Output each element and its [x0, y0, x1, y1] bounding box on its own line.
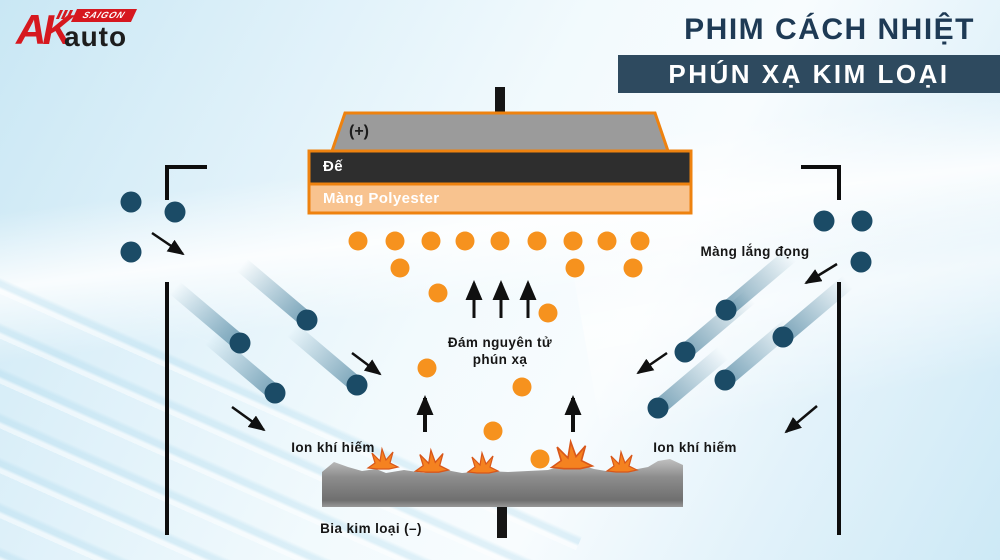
ion-trail [650, 345, 731, 416]
rare-gas-ion-dot [850, 251, 872, 273]
rare-gas-ion-dot [851, 210, 873, 232]
impact-spark [366, 446, 400, 470]
impact-spark [413, 447, 451, 473]
sputtered-atom-dot [597, 231, 617, 251]
page-title: PHIM CÁCH NHIỆT [684, 13, 975, 46]
motion-arrow [804, 262, 838, 285]
sputtered-atom-dot [428, 283, 448, 303]
sputtered-atom-dot [623, 258, 643, 278]
sputtered-atom-dot [483, 421, 503, 441]
rare-gas-ion-dot [120, 191, 142, 213]
rare-gas-ion-dot [674, 341, 696, 363]
anode-polarity-label: (+) [349, 123, 369, 140]
motion-arrow [784, 405, 818, 434]
sputtered-atom-dot [390, 258, 410, 278]
metal-target-plate [322, 459, 683, 507]
sputtered-atom-dot [385, 231, 405, 251]
motion-arrow [231, 405, 266, 432]
logo-auto-text: auto [64, 21, 128, 52]
substrate-label: Đế [323, 158, 343, 175]
sputtered-atom-dot [563, 231, 583, 251]
motion-arrow [151, 231, 185, 256]
motion-arrow [351, 352, 382, 376]
page-subtitle-bar: PHÚN XẠ KIM LOẠI [618, 55, 1000, 93]
electrode-rod [495, 87, 505, 114]
deposited-film-label: Màng lắng đọng [700, 244, 810, 259]
sputtered-atom-dot [421, 231, 441, 251]
sputtered-atom-cloud-label: Đám nguyên tử phún xạ [447, 335, 553, 367]
ion-trail [284, 322, 365, 393]
sputtered-atom-dot [565, 258, 585, 278]
metal-target-label: Bia kim loại (–) [320, 521, 422, 536]
sputtered-atom-dot [538, 303, 558, 323]
ion-trail [234, 257, 315, 328]
rare-gas-ion-label-left: Ion khí hiếm [291, 440, 375, 455]
electrode-rod [497, 505, 507, 538]
motion-arrow [636, 351, 668, 375]
rare-gas-ion-dot [346, 374, 368, 396]
page-subtitle: PHÚN XẠ KIM LOẠI [668, 58, 950, 89]
rare-gas-ion-dot [715, 299, 737, 321]
impact-spark [466, 450, 500, 474]
rare-gas-ion-dot [120, 241, 142, 263]
sputtered-atom-dot [490, 231, 510, 251]
impact-spark [605, 449, 639, 473]
sputtered-atom-dot [530, 449, 550, 469]
sputtered-atom-dot [527, 231, 547, 251]
impact-spark [549, 438, 595, 470]
rare-gas-ion-label-right: Ion khí hiếm [653, 440, 737, 455]
rare-gas-ion-dot [813, 210, 835, 232]
rare-gas-ion-dot [229, 332, 251, 354]
anode-plate [329, 111, 671, 153]
rare-gas-ion-dot [264, 382, 286, 404]
sputtered-atom-dot [630, 231, 650, 251]
rare-gas-ion-dot [772, 326, 794, 348]
rare-gas-ion-dot [296, 309, 318, 331]
rare-gas-ion-dot [164, 201, 186, 223]
rare-gas-ion-dot [647, 397, 669, 419]
substrate-layer [307, 149, 693, 186]
sputtered-atom-dot [512, 377, 532, 397]
sputtered-atom-dot [455, 231, 475, 251]
polyester-film-label: Màng Polyester [323, 190, 440, 207]
rare-gas-ion-dot [714, 369, 736, 391]
sputtered-atom-dot [348, 231, 368, 251]
akauto-logo: AK SAIGON auto [16, 6, 176, 56]
logo-slashes-icon [55, 10, 74, 19]
